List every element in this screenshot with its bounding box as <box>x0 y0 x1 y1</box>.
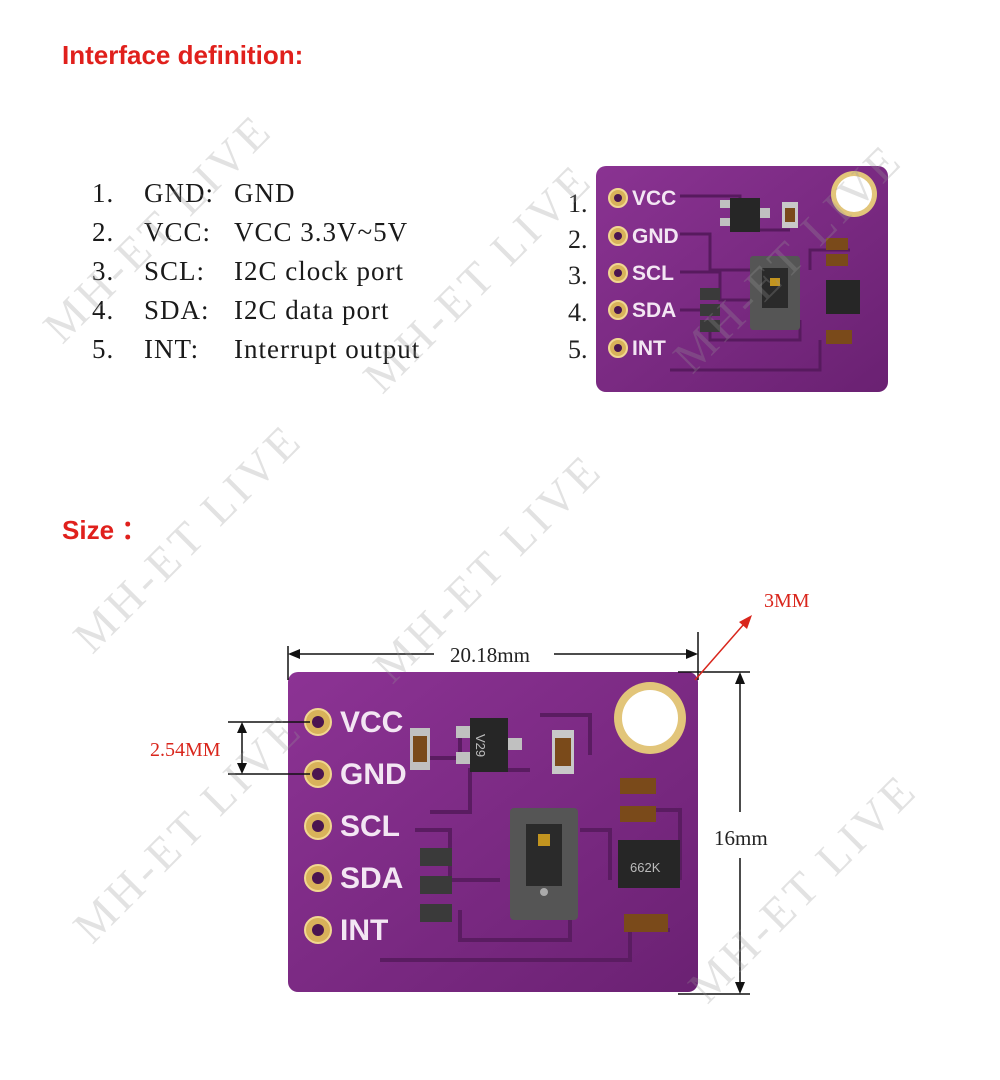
pcb <box>596 166 888 392</box>
pin-description: VCC 3.3V~5V <box>234 217 409 247</box>
small-pin-label: SDA <box>632 299 676 322</box>
small-pin-number: 4. <box>568 298 588 327</box>
pin-number: 4. <box>92 295 115 325</box>
pcb <box>288 672 698 992</box>
pin-item: 3. SCL: I2C clock port <box>92 252 420 291</box>
height-dimension <box>678 671 750 995</box>
large-board-diagram: VCC GND SCL SDA INT V29 662K 20.18mm <box>150 590 810 995</box>
pin-item: 5. INT: Interrupt output <box>92 330 420 369</box>
small-pin-label: GND <box>632 225 679 248</box>
pin-description: I2C clock port <box>234 256 404 286</box>
pin-name: SDA: <box>144 295 210 325</box>
small-pin-label: VCC <box>632 187 676 210</box>
large-pin-label: GND <box>340 758 407 791</box>
pin-description: I2C data port <box>234 295 390 325</box>
hole-dimension <box>694 615 752 681</box>
chip-marking: 662K <box>630 860 661 875</box>
small-pin-number: 2. <box>568 225 588 254</box>
large-pin-label: VCC <box>340 706 403 739</box>
pin-definition-list: 1. GND: GND 2. VCC: VCC 3.3V~5V 3. SCL: I2C cl… <box>92 174 420 369</box>
size-heading: Size ： <box>62 515 148 545</box>
pin-name: SCL: <box>144 256 206 286</box>
pin-name: GND: <box>144 178 214 208</box>
large-pin-label: SDA <box>340 862 403 895</box>
pin-name: INT: <box>144 334 200 364</box>
chip-marking: V29 <box>473 734 488 757</box>
width-label: 20.18mm <box>450 643 530 667</box>
small-pin-label: SCL <box>632 262 674 285</box>
interface-heading: Interface definition: <box>62 40 304 70</box>
width-dimension <box>287 632 699 680</box>
small-pin-label: INT <box>632 337 666 360</box>
pin-item: 4. SDA: I2C data port <box>92 291 420 330</box>
pin-description: Interrupt output <box>234 334 421 364</box>
pin-number: 2. <box>92 217 115 247</box>
pin-number: 1. <box>92 178 115 208</box>
small-pin-number: 1. <box>568 189 588 218</box>
large-pin-label: SCL <box>340 810 400 843</box>
pitch-dimension <box>228 721 310 775</box>
pitch-label: 2.54MM <box>150 739 221 761</box>
pin-description: GND <box>234 178 296 208</box>
pin-item: 2. VCC: VCC 3.3V~5V <box>92 213 420 252</box>
hole-label: 3MM <box>764 590 810 612</box>
small-board-photo: 1. 2. 3. 4. 5. VCC GND SCL SDA INT <box>568 166 888 392</box>
large-pin-label: INT <box>340 914 388 947</box>
height-label: 16mm <box>714 826 768 850</box>
components <box>700 198 860 344</box>
pin-name: VCC: <box>144 217 212 247</box>
pin-number: 3. <box>92 256 115 286</box>
pin-item: 1. GND: GND <box>92 174 420 213</box>
pin-number: 5. <box>92 334 115 364</box>
small-pin-number: 3. <box>568 261 588 290</box>
components: V29 662K <box>410 718 680 932</box>
small-pin-number: 5. <box>568 335 588 364</box>
